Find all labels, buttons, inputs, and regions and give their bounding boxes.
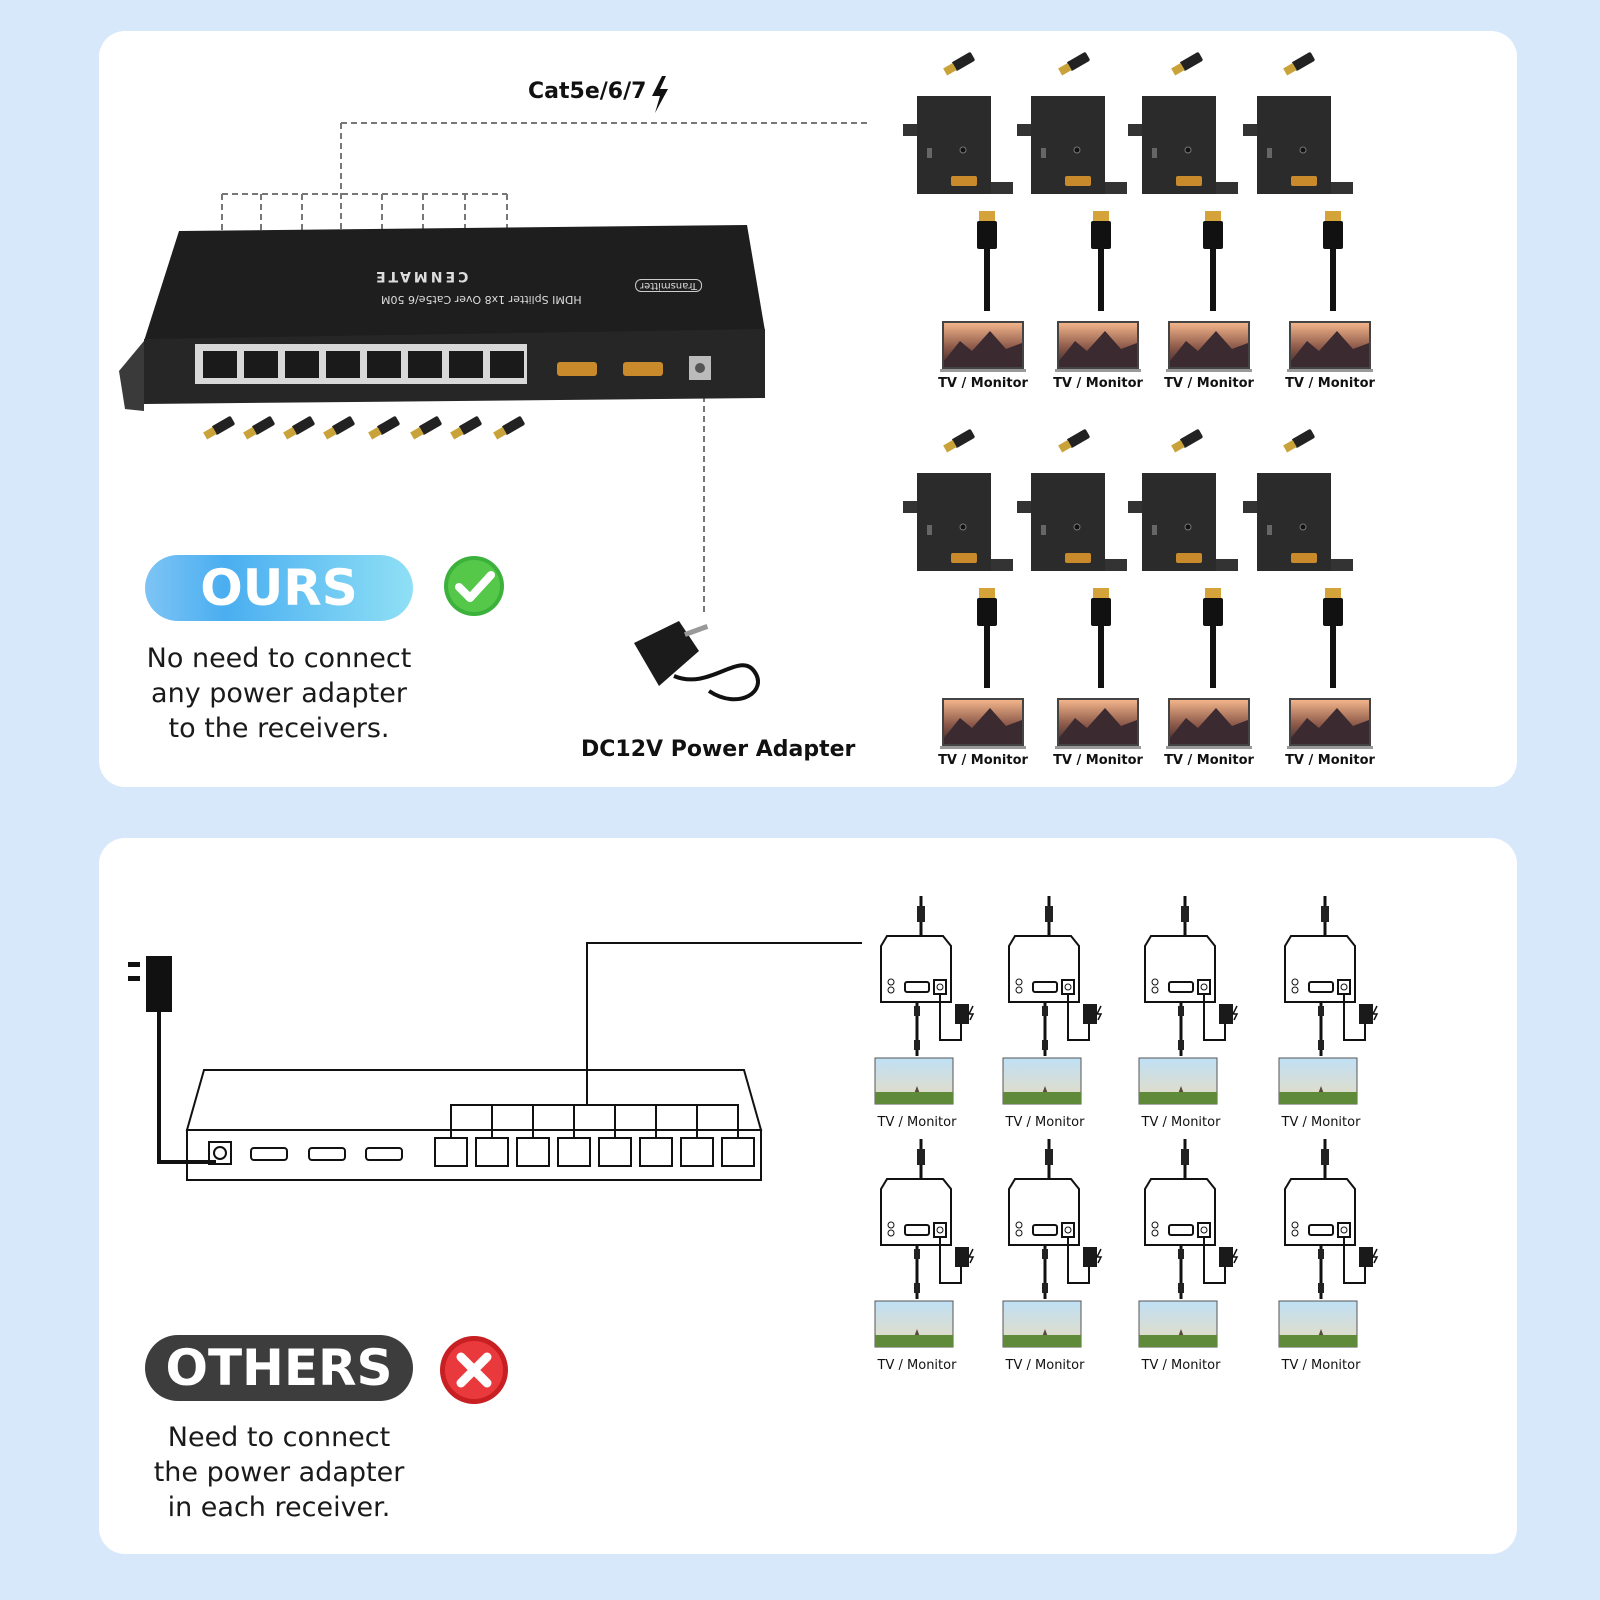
ours-diagram [119, 51, 1373, 749]
check-icon [444, 556, 504, 616]
others-diagram [128, 894, 1379, 1404]
others-description-line: Need to connect [167, 1422, 391, 1453]
others-description: Need to connect the power adapter in eac… [129, 1420, 429, 1525]
tv-label: TV / Monitor [1141, 1115, 1221, 1130]
rj45-plug-row [203, 415, 526, 440]
tv-label: TV / Monitor [877, 1358, 957, 1373]
ours-badge: OURS [145, 555, 413, 621]
transmitter-device [119, 225, 765, 411]
brand-logo: CENMATE [373, 268, 469, 284]
tv-label: TV / Monitor [1005, 1115, 1085, 1130]
cross-icon [440, 1336, 508, 1404]
ours-description: No need to connect any power adapter to … [129, 641, 429, 746]
transmitter-device-outline [185, 942, 862, 1181]
tv-label: TV / Monitor [1141, 1358, 1221, 1373]
receiver-row-2 [902, 428, 1373, 749]
others-description-line: the power adapter [153, 1457, 405, 1488]
cable-label: Cat5e/6/7 [528, 79, 647, 104]
tv-label: TV / Monitor [1005, 1358, 1085, 1373]
tv-label: TV / Monitor [877, 1115, 957, 1130]
tv-label: TV / Monitor [1281, 1115, 1361, 1130]
tv-label: TV / Monitor [1285, 753, 1375, 768]
device-subtitle: HDMI Splitter 1x8 Over Cat5e/6 50M [381, 293, 582, 306]
ours-description-line: any power adapter [151, 678, 407, 709]
ours-description-line: to the receivers. [168, 713, 390, 744]
ours-panel: Cat5e/6/7 HDMI Splitter 1x8 Over Cat5e/6… [99, 31, 1517, 787]
tv-label: TV / Monitor [1053, 753, 1143, 768]
tv-label: TV / Monitor [1164, 753, 1254, 768]
device-tag: Transmitter [635, 279, 703, 292]
tv-label: TV / Monitor [938, 376, 1028, 391]
tv-label: TV / Monitor [1053, 376, 1143, 391]
tv-label: TV / Monitor [1164, 376, 1254, 391]
power-adapter-icon [128, 956, 216, 1164]
tv-label: TV / Monitor [938, 753, 1028, 768]
tv-label: TV / Monitor [1281, 1358, 1361, 1373]
others-description-line: in each receiver. [167, 1492, 391, 1523]
receiver-row-2 [873, 1137, 1379, 1349]
receiver-row-1 [873, 894, 1379, 1106]
receiver-row-1 [902, 51, 1373, 372]
ours-description-line: No need to connect [146, 643, 412, 674]
power-adapter-label: DC12V Power Adapter [581, 737, 856, 762]
tv-label: TV / Monitor [1285, 376, 1375, 391]
others-badge: OTHERS [145, 1335, 413, 1401]
power-adapter-icon [634, 621, 760, 702]
others-panel: OTHERS Need to connect the power adapter… [99, 838, 1517, 1554]
lightning-icon [652, 76, 668, 113]
